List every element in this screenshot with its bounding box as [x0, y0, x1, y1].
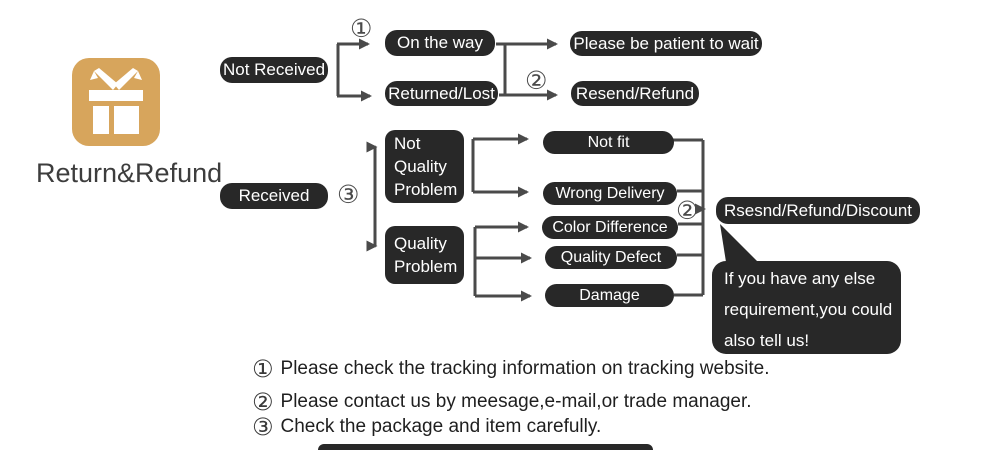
footnote-2: ② Please contact us by meesage,e-mail,or…: [252, 390, 752, 414]
footnote-3: ③ Check the package and item carefully.: [252, 415, 601, 439]
node-resend-refund-discount: Rsesnd/Refund/Discount: [716, 197, 920, 224]
marker-step3: ③: [337, 180, 360, 209]
node-color-difference: Color Difference: [542, 216, 678, 239]
footnote-2-number: ②: [252, 388, 274, 416]
node-damage: Damage: [545, 284, 674, 307]
footnote-1-number: ①: [252, 355, 274, 383]
marker-step2-right: ②: [676, 196, 699, 225]
node-wrong-delivery: Wrong Delivery: [543, 182, 677, 205]
bubble-line: If you have any else: [724, 269, 876, 288]
footnote-3-text: Check the package and item carefully.: [280, 416, 602, 437]
marker-step1: ①: [350, 14, 373, 43]
bubble-line: also tell us!: [724, 331, 810, 350]
node-line: Not: [394, 134, 421, 153]
node-line: Problem: [394, 180, 458, 199]
node-please-wait: Please be patient to wait: [570, 31, 762, 56]
node-received: Received: [220, 183, 328, 209]
node-not-fit: Not fit: [543, 131, 674, 154]
bubble-line: requirement,you could: [724, 300, 893, 319]
gift-icon: [72, 58, 160, 146]
footnote-1: ① Please check the tracking information …: [252, 357, 770, 381]
node-line: Problem: [394, 257, 458, 276]
node-quality-defect: Quality Defect: [545, 246, 677, 269]
footnote-2-text: Please contact us by meesage,e-mail,or t…: [280, 391, 752, 412]
marker-step2-top: ②: [525, 66, 548, 95]
node-line: Quality: [394, 234, 447, 253]
node-quality-problem: Quality Problem: [385, 226, 464, 284]
footnote-3-number: ③: [252, 413, 274, 441]
brand-title: Return&Refund: [36, 158, 223, 188]
node-not-quality-problem: Not Quality Problem: [385, 130, 464, 203]
node-not-received: Not Received: [220, 57, 328, 83]
node-resend-refund: Resend/Refund: [571, 81, 699, 106]
cutoff-box: [318, 444, 653, 450]
node-on-the-way: On the way: [385, 30, 495, 56]
footnote-1-text: Please check the tracking information on…: [280, 358, 770, 379]
speech-bubble: If you have any else requirement,you cou…: [712, 261, 901, 354]
bubble-tail: [720, 224, 758, 262]
node-returned-lost: Returned/Lost: [385, 81, 498, 106]
node-line: Quality: [394, 157, 447, 176]
